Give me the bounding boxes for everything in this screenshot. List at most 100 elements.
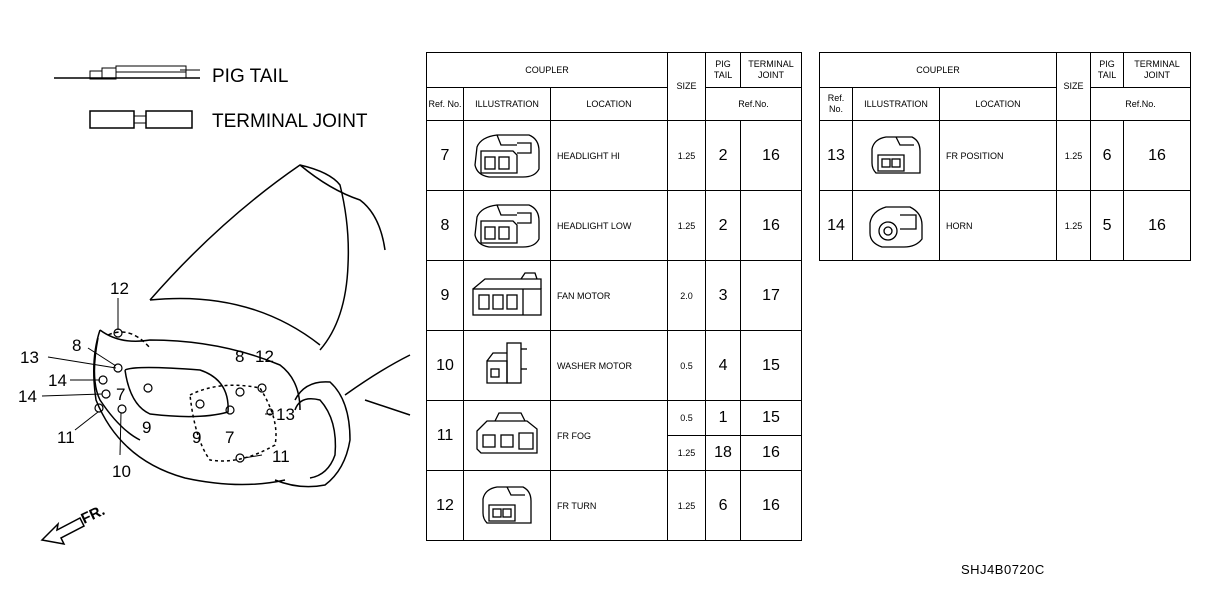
pig-tail-cell: 5 xyxy=(1090,190,1125,261)
ref-no-header: Ref. No. xyxy=(819,87,853,121)
connector-angled-icon xyxy=(463,330,551,401)
pig-tail-header: PIG TAIL xyxy=(705,52,742,88)
illustration-header: ILLUSTRATION xyxy=(463,87,551,121)
location-header: LOCATION xyxy=(938,87,1058,121)
terminal-joint-cell: 16 xyxy=(740,435,803,471)
diagram-code: SHJ4B0720C xyxy=(961,562,1045,577)
terminal-joint-cell: 16 xyxy=(740,120,803,191)
car-hood-outline xyxy=(149,164,350,351)
callout-14-b: 14 xyxy=(18,387,37,406)
ref-no-sub-header: Ref.No. xyxy=(1090,87,1192,121)
engine-bay-diagram: 12 8 13 14 14 11 10 7 9 9 7 8 12 13 11 F… xyxy=(18,164,411,546)
front-arrow-icon: FR. xyxy=(40,502,108,546)
size-cell: 1.25 xyxy=(667,470,707,541)
terminal-joint-icon xyxy=(89,110,193,129)
callout-12-b: 12 xyxy=(255,347,274,366)
location-cell: HORN xyxy=(938,190,1058,261)
pig-tail-cell: 4 xyxy=(705,330,742,401)
terminal-joint-cell: 16 xyxy=(740,190,803,261)
coupler-table-right: COUPLER SIZE PIG TAIL TERMINAL JOINT Ref… xyxy=(818,52,1192,261)
size-cell: 1.25 xyxy=(667,435,707,471)
coupler-table-left: COUPLER SIZE PIG TAIL TERMINAL JOINT Ref… xyxy=(425,52,803,541)
connector-small-icon xyxy=(463,470,551,541)
location-cell: FR FOG xyxy=(549,400,669,471)
size-cell: 0.5 xyxy=(667,400,707,436)
illustration-header: ILLUSTRATION xyxy=(852,87,940,121)
size-header: SIZE xyxy=(1056,52,1092,121)
ref-number: 7 xyxy=(426,120,464,191)
pig-tail-cell: 6 xyxy=(705,470,742,541)
terminal-joint-label: TERMINAL JOINT xyxy=(212,111,368,132)
size-cell: 0.5 xyxy=(667,330,707,401)
ref-no-header: Ref. No. xyxy=(426,87,464,121)
ref-number: 9 xyxy=(426,260,464,331)
callout-7-a: 7 xyxy=(116,385,125,404)
location-cell: HEADLIGHT LOW xyxy=(549,190,669,261)
pig-tail-cell: 2 xyxy=(705,190,742,261)
pig-tail-header: PIG TAIL xyxy=(1090,52,1125,88)
size-cell: 1.25 xyxy=(667,190,707,261)
connector-3pin-icon xyxy=(463,260,551,331)
legend-terminal-joint: TERMINAL JOINT xyxy=(50,107,390,137)
size-cell: 2.0 xyxy=(667,260,707,331)
callout-11-b: 11 xyxy=(272,447,290,466)
connector-2pin-icon xyxy=(463,120,551,191)
callout-12-a: 12 xyxy=(110,279,129,298)
ref-no-sub-header: Ref.No. xyxy=(705,87,803,121)
connector-round-icon xyxy=(852,190,940,261)
terminal-joint-cell: 16 xyxy=(1123,190,1192,261)
pig-tail-cell: 6 xyxy=(1090,120,1125,191)
connector-small-icon xyxy=(852,120,940,191)
coupler-header: COUPLER xyxy=(818,52,1058,88)
size-header: SIZE xyxy=(667,52,707,121)
connector-2pin-icon xyxy=(463,190,551,261)
coupler-header: COUPLER xyxy=(425,52,669,88)
terminal-joint-cell: 16 xyxy=(740,470,803,541)
terminal-joint-cell: 17 xyxy=(740,260,803,331)
pig-tail-cell: 3 xyxy=(705,260,742,331)
callout-11-a: 11 xyxy=(57,428,75,447)
location-cell: WASHER MOTOR xyxy=(549,330,669,401)
size-cell: 1.25 xyxy=(1056,120,1092,191)
pigtail-label: PIG TAIL xyxy=(212,66,289,87)
location-cell: FR POSITION xyxy=(938,120,1058,191)
pig-tail-cell: 18 xyxy=(705,435,742,471)
location-cell: FR TURN xyxy=(549,470,669,541)
callout-9-a: 9 xyxy=(142,418,151,437)
callout-14-a: 14 xyxy=(48,371,67,390)
ref-number: 11 xyxy=(426,400,464,471)
front-label: FR. xyxy=(79,502,108,528)
terminal-joint-cell: 15 xyxy=(740,400,803,436)
pigtail-icon xyxy=(54,65,200,80)
ref-number: 12 xyxy=(426,470,464,541)
size-cell: 1.25 xyxy=(1056,190,1092,261)
ref-number: 10 xyxy=(426,330,464,401)
size-cell: 1.25 xyxy=(667,120,707,191)
pig-tail-cell: 1 xyxy=(705,400,742,436)
location-cell: HEADLIGHT HI xyxy=(549,120,669,191)
location-header: LOCATION xyxy=(549,87,669,121)
terminal-joint-header: TERMINAL JOINT xyxy=(740,52,803,88)
terminal-joint-cell: 16 xyxy=(1123,120,1192,191)
location-cell: FAN MOTOR xyxy=(549,260,669,331)
callout-10: 10 xyxy=(112,462,131,481)
connector-4pin-icon xyxy=(463,400,551,471)
pig-tail-cell: 2 xyxy=(705,120,742,191)
callout-13-a: 13 xyxy=(20,348,39,367)
callout-8-a: 8 xyxy=(72,336,81,355)
ref-number: 13 xyxy=(819,120,853,191)
terminal-joint-header: TERMINAL JOINT xyxy=(1123,52,1192,88)
ref-number: 8 xyxy=(426,190,464,261)
callout-8-b: 8 xyxy=(235,347,244,366)
callout-13-b: 13 xyxy=(276,405,295,424)
legend-pigtail: PIG TAIL xyxy=(50,62,390,92)
